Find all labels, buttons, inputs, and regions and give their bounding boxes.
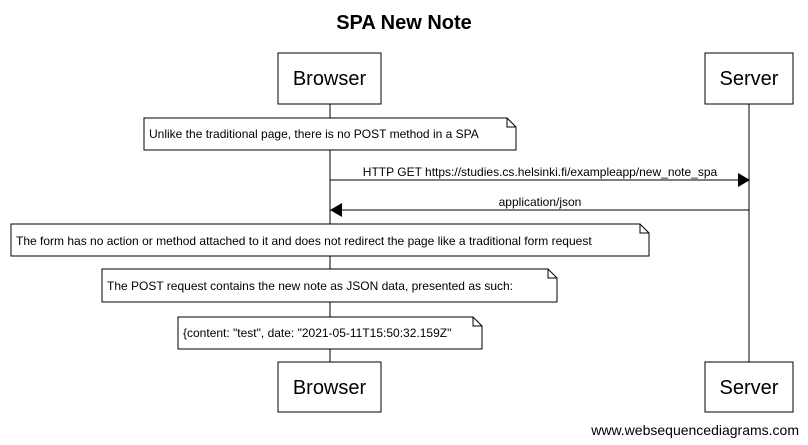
note-form-no-action: The form has no action or method attache… (10, 223, 650, 257)
participant-server-bottom-label: Server (720, 377, 779, 399)
note-post-json-data: The POST request contains the new note a… (101, 268, 558, 303)
message-application-json-label: application/json (499, 195, 582, 209)
participant-browser-bottom-label: Browser (293, 377, 367, 399)
participant-browser-bottom: Browser (277, 361, 382, 413)
watermark: www.websequencediagrams.com (590, 422, 799, 438)
note-no-post-method-text: Unlike the traditional page, there is no… (149, 127, 479, 141)
message-application-json: application/json (330, 195, 749, 217)
note-post-json-data-text: The POST request contains the new note a… (107, 279, 513, 293)
message-http-get-label: HTTP GET https://studies.cs.helsinki.fi/… (363, 165, 718, 179)
participant-server-top-label: Server (720, 68, 779, 90)
note-json-example: {content: "test", date: "2021-05-11T15:5… (177, 316, 483, 350)
participant-browser-top-label: Browser (293, 68, 367, 90)
participant-browser-top: Browser (277, 52, 382, 105)
note-no-post-method: Unlike the traditional page, there is no… (143, 117, 517, 151)
note-form-no-action-text: The form has no action or method attache… (16, 234, 592, 248)
diagram-title: SPA New Note (336, 12, 472, 34)
note-json-example-text: {content: "test", date: "2021-05-11T15:5… (183, 326, 451, 340)
message-http-get: HTTP GET https://studies.cs.helsinki.fi/… (330, 165, 750, 187)
participant-server-bottom: Server (704, 361, 794, 413)
participant-server-top: Server (704, 52, 794, 105)
